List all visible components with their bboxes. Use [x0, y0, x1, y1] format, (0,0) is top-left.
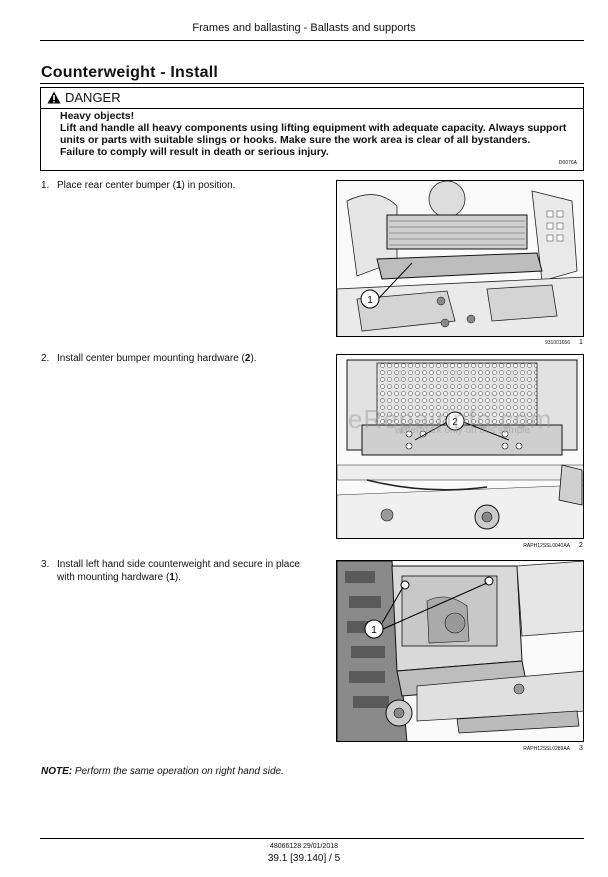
- figure-2-code: RAPH12SSL0040AA: [523, 543, 570, 549]
- warning-triangle-icon: [47, 91, 61, 104]
- watermark-subtext: watermark only on this sample: [395, 425, 531, 436]
- watermark: eRepairinfo.com: [348, 404, 553, 434]
- step-number: 2.: [41, 353, 50, 364]
- figure-1-code: 931001656: [544, 340, 570, 346]
- running-head: Frames and ballasting - Ballasts and sup…: [192, 22, 416, 34]
- figure-1-image: 1: [336, 180, 584, 337]
- title-rule: [40, 83, 584, 84]
- figure-1-callout: 1: [367, 295, 373, 306]
- danger-line: units or parts with suitable slings or h…: [60, 134, 531, 146]
- figure-2-number: 2: [579, 542, 583, 549]
- note-text: Perform the same operation on right hand…: [72, 766, 284, 777]
- danger-header: DANGER: [41, 88, 583, 109]
- step-3: 3.Install left hand side counterweight a…: [41, 559, 300, 583]
- header-rule: [40, 40, 584, 41]
- figure-3-number: 3: [579, 745, 583, 752]
- figure-2-callout: 2: [452, 417, 458, 428]
- footer-doc-number: 48066128 29/01/2018: [269, 843, 339, 850]
- note: NOTE: Perform the same operation on righ…: [41, 766, 284, 777]
- figure-3-callout: 1: [371, 625, 377, 636]
- note-label: NOTE:: [41, 766, 73, 777]
- figure-3-image: 1: [336, 560, 584, 742]
- figure-3-code: RAPH12SSL0289AA: [523, 746, 570, 752]
- step-number: 3.: [41, 559, 50, 570]
- figure-1-number: 1: [579, 339, 583, 346]
- danger-box: DANGER Heavy objects! Lift and handle al…: [40, 87, 584, 171]
- step-2: 2.Install center bumper mounting hardwar…: [41, 353, 257, 364]
- step-number: 1.: [41, 180, 50, 191]
- footer-page-number: 39.1 [39.140] / 5: [267, 853, 341, 864]
- danger-line: Lift and handle all heavy components usi…: [60, 122, 567, 134]
- footer-rule: [40, 838, 584, 839]
- figure-2-image: 2: [336, 354, 584, 539]
- section-title: Counterweight - Install: [41, 64, 219, 81]
- danger-line: Failure to comply will result in death o…: [60, 146, 329, 158]
- danger-label: DANGER: [65, 90, 121, 105]
- danger-line: Heavy objects!: [60, 110, 135, 122]
- danger-code: D0076A: [558, 160, 577, 166]
- step-1: 1.Place rear center bumper (1) in positi…: [41, 180, 236, 191]
- danger-text: Heavy objects! Lift and handle all heavy…: [60, 110, 580, 158]
